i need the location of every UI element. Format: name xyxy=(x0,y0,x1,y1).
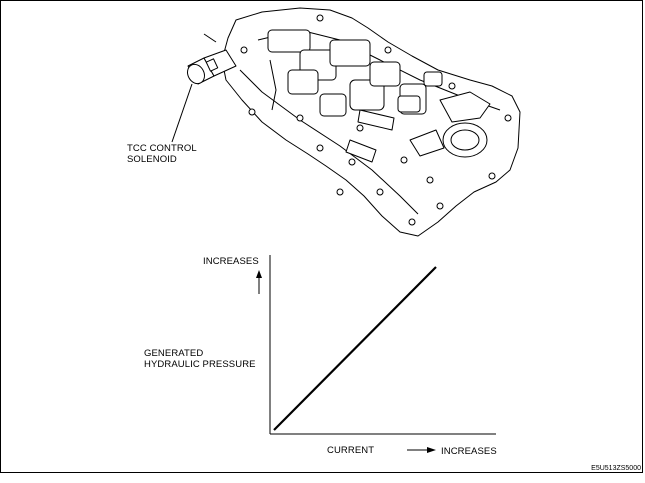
solenoid-leader-line xyxy=(171,83,193,143)
pressure-line xyxy=(273,266,437,431)
valve-body-illustration xyxy=(187,7,521,237)
solenoid-label: TCC CONTROL SOLENOID xyxy=(127,143,197,165)
solenoid-label-line1: TCC CONTROL xyxy=(127,143,197,154)
figure-code: E5U513ZS5000 xyxy=(591,465,641,472)
pressure-current-graph xyxy=(256,255,496,453)
y-axis-label: GENERATED HYDRAULIC PRESSURE xyxy=(144,348,256,370)
tcc-control-solenoid xyxy=(187,33,237,85)
x-increase-label: INCREASES xyxy=(441,446,497,457)
y-axis-label-line1: GENERATED xyxy=(144,348,204,359)
x-axis-label: CURRENT xyxy=(327,445,375,456)
y-axis-label-line2: HYDRAULIC PRESSURE xyxy=(144,359,256,370)
diagram-frame xyxy=(0,0,643,473)
y-increase-label: INCREASES xyxy=(203,256,259,267)
solenoid-label-line2: SOLENOID xyxy=(127,154,177,165)
